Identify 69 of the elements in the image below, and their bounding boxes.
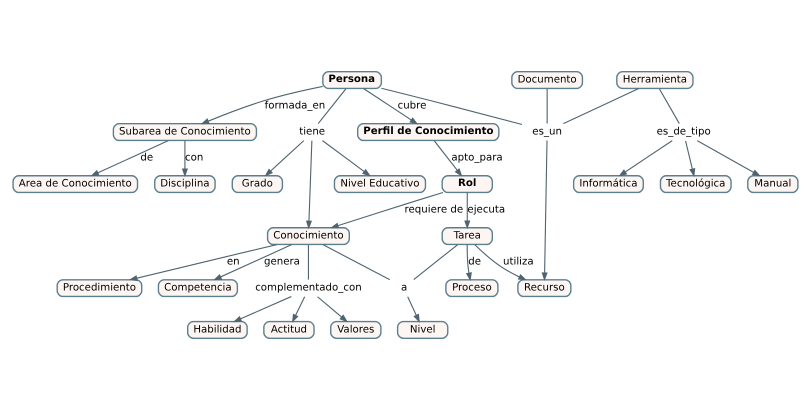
arrow [213,244,292,280]
connector [318,88,346,124]
node-box: Habilidad [187,320,248,339]
node-box: Rol [442,175,494,194]
node-box: Procedimiento [56,279,142,298]
arrow [90,140,169,176]
node-box: Proceso [445,279,499,298]
edge-label: con [185,152,204,164]
arrow [264,140,304,177]
node-box: Conocimiento [266,227,350,246]
node-box: Nivel Educativo [334,175,426,194]
edge-label: formada_en [264,100,326,112]
node-box: Documento [511,71,584,90]
edge-label: genera [264,256,300,268]
node-box: Manual [747,175,799,194]
edge-label: apto_para [451,152,503,164]
edge-label: cubre [398,100,426,112]
node-box: Perfil de Conocimiento [356,123,500,142]
arrow [542,140,548,282]
arrow [434,140,462,177]
arrow [407,296,420,323]
arrow [466,244,472,282]
node-box: Informática [572,175,644,194]
edge-label: en [226,256,240,268]
node-box: Grado [232,175,284,194]
node-box: Subarea de Conocimiento [112,123,258,142]
arrow [685,140,696,178]
node-box: Disciplina [154,175,216,194]
node-text: complementado_con [255,282,362,294]
connector [658,88,680,124]
node-box: Tecnológica [660,175,732,194]
node-box: Recurso [517,279,572,298]
arrow [464,192,470,230]
arrow [182,140,188,178]
node-box: Actitud [263,320,315,339]
node-box: Area de Conocimiento [12,175,138,194]
connector [563,88,639,124]
connector [413,244,458,280]
node-box: Persona [322,71,382,90]
connector [308,244,309,280]
node-box: Nivel [396,320,448,339]
node-text: tiene [299,126,326,138]
arrow [322,140,371,176]
edge-label: de [468,256,482,268]
connector [381,88,522,126]
node-box: Herramienta [616,71,694,90]
arrow [474,244,527,280]
arrow [292,296,306,323]
arrow [363,88,418,125]
node-text: a [400,282,408,294]
arrow [306,140,312,230]
arrow [696,140,761,176]
node-text: es_un [532,126,562,138]
edge-label: utiliza [503,256,534,268]
edge-label: ejecuta [467,204,506,216]
node-box: Tarea [442,227,494,246]
node-box: Valores [330,320,382,339]
arrow [200,86,323,124]
connector [546,88,548,124]
arrow [232,296,292,322]
arrow [128,244,278,282]
connector [322,244,390,280]
arrow [317,296,348,322]
node-box: Competencia [158,279,238,298]
edge-label: de [140,152,154,164]
arrow [618,140,673,177]
node-text: es_de_tipo [656,126,711,138]
arrow [330,192,444,228]
edge-label: requiere de [404,204,464,216]
